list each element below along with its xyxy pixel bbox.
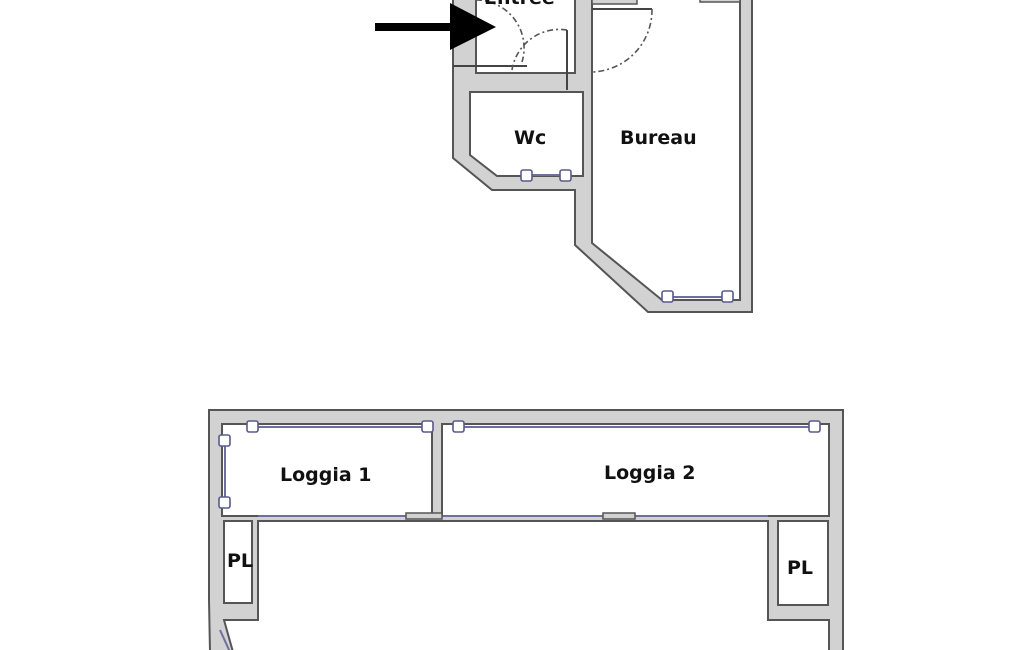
window-frame bbox=[246, 420, 259, 433]
label-wc: Wc bbox=[514, 127, 546, 149]
label-loggia-1: Loggia 1 bbox=[280, 464, 372, 486]
upper-unit: Entrée Wc Bureau bbox=[375, 0, 753, 313]
arrow-right-icon bbox=[375, 3, 496, 50]
main-room bbox=[222, 520, 830, 650]
room-bureau bbox=[591, 0, 741, 301]
label-entree: Entrée bbox=[484, 0, 555, 9]
window-frame bbox=[218, 434, 231, 447]
room-pl-right bbox=[777, 520, 829, 606]
window-frame bbox=[421, 420, 434, 433]
window-frame bbox=[218, 496, 231, 509]
room-loggia-2 bbox=[441, 423, 830, 517]
wc-door-swing bbox=[511, 28, 568, 71]
label-bureau: Bureau bbox=[620, 127, 697, 149]
main-room-window bbox=[219, 629, 231, 650]
label-pl-right: PL bbox=[787, 557, 813, 579]
window-frame bbox=[661, 290, 674, 303]
entree-door-swing bbox=[476, 0, 525, 63]
room-loggia-1 bbox=[221, 423, 433, 517]
bureau-top-wall bbox=[591, 0, 638, 5]
room-entree bbox=[475, 0, 576, 74]
room-pl-left bbox=[223, 520, 253, 604]
wall-stub bbox=[602, 512, 636, 520]
label-pl-left: PL bbox=[227, 550, 253, 572]
bureau-top-wall-right bbox=[699, 0, 741, 3]
window-frame bbox=[452, 420, 465, 433]
bureau-door-swing bbox=[591, 8, 653, 73]
window-frame bbox=[559, 169, 572, 182]
lower-unit: Loggia 1 Loggia 2 PL PL bbox=[208, 409, 844, 650]
label-loggia-2: Loggia 2 bbox=[604, 462, 696, 484]
window-frame bbox=[808, 420, 821, 433]
wall-stub bbox=[405, 512, 443, 520]
window-frame bbox=[520, 169, 533, 182]
window-frame bbox=[721, 290, 734, 303]
